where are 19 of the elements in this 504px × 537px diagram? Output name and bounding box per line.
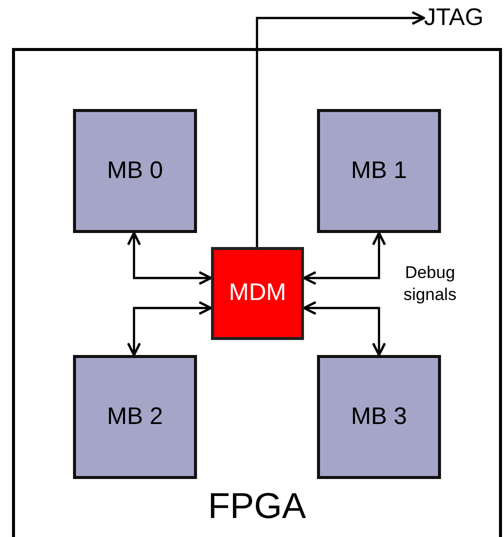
processor-box bbox=[73, 355, 197, 479]
signal-note: Debug signals bbox=[402, 262, 458, 306]
box-label: MB 1 bbox=[350, 158, 407, 184]
arrow bbox=[127, 232, 212, 285]
processor-box bbox=[317, 109, 441, 233]
processor-box bbox=[317, 355, 441, 479]
processor-box bbox=[73, 109, 197, 233]
box-label: MB 3 bbox=[350, 404, 407, 430]
fpga-frame bbox=[12, 48, 502, 537]
arrow bbox=[302, 301, 386, 356]
box-label: MB 2 bbox=[106, 404, 163, 430]
box-label: FPGA bbox=[208, 486, 306, 526]
arrow bbox=[256, 11, 426, 247]
box-label: JTAG bbox=[424, 4, 484, 32]
arrow bbox=[302, 232, 386, 285]
debug-module-box bbox=[211, 247, 304, 340]
arrow bbox=[127, 301, 212, 356]
box-label: MB 0 bbox=[106, 158, 163, 184]
box-label: MDM bbox=[228, 280, 286, 307]
